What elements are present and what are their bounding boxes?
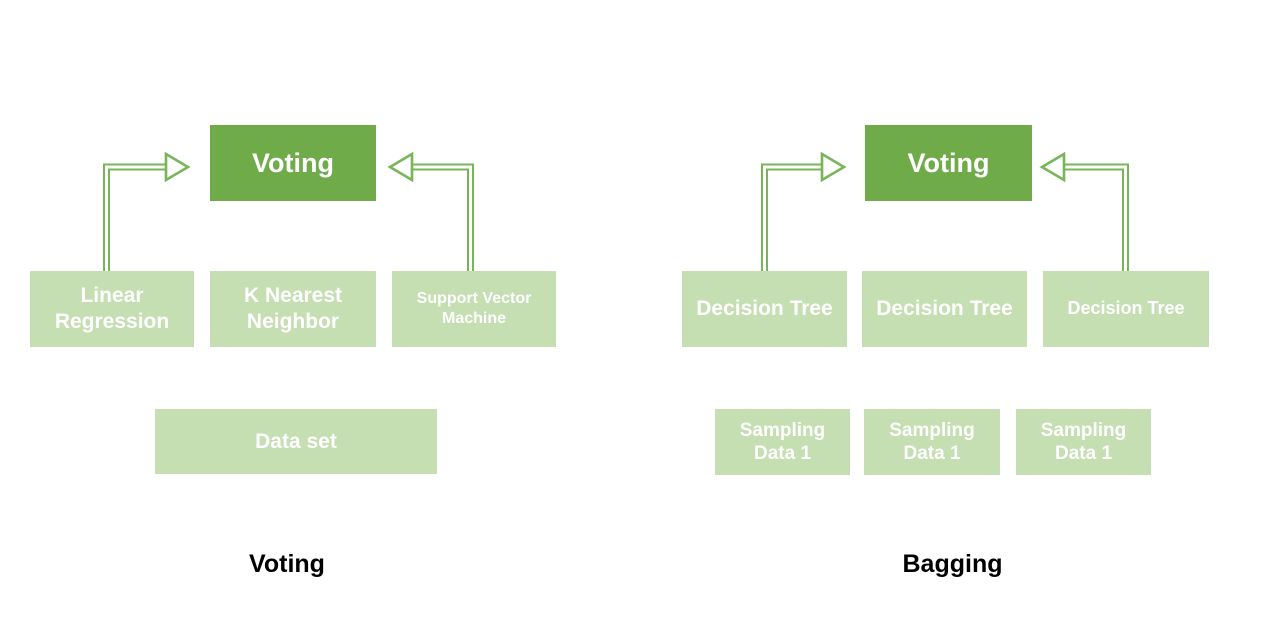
- sampling-data-box-3: Sampling Data 1: [1016, 409, 1151, 475]
- arrow-decision-tree-3-to-voting-icon: [1039, 151, 1129, 277]
- voting-caption: Voting: [249, 550, 325, 578]
- sampling-data-box-1: Sampling Data 1: [715, 409, 850, 475]
- dataset-box: Data set: [155, 409, 437, 474]
- arrow-decision-tree-1-to-voting-icon: [761, 151, 847, 277]
- bagging-aggregator-box: Voting: [865, 125, 1032, 201]
- model-box-decision-tree-1: Decision Tree: [682, 271, 847, 347]
- arrow-svm-to-voting-icon: [387, 151, 474, 277]
- model-box-support-vector-machine: Support Vector Machine: [392, 271, 556, 347]
- model-box-decision-tree-2: Decision Tree: [862, 271, 1027, 347]
- bagging-caption: Bagging: [902, 550, 1003, 578]
- sampling-data-box-2: Sampling Data 1: [864, 409, 1000, 475]
- model-box-decision-tree-3: Decision Tree: [1043, 271, 1209, 347]
- model-box-k-nearest-neighbor: K Nearest Neighbor: [210, 271, 376, 347]
- voting-aggregator-box: Voting: [210, 125, 376, 201]
- model-box-linear-regression: Linear Regression: [30, 271, 194, 347]
- arrow-linear-regression-to-voting-icon: [103, 151, 191, 277]
